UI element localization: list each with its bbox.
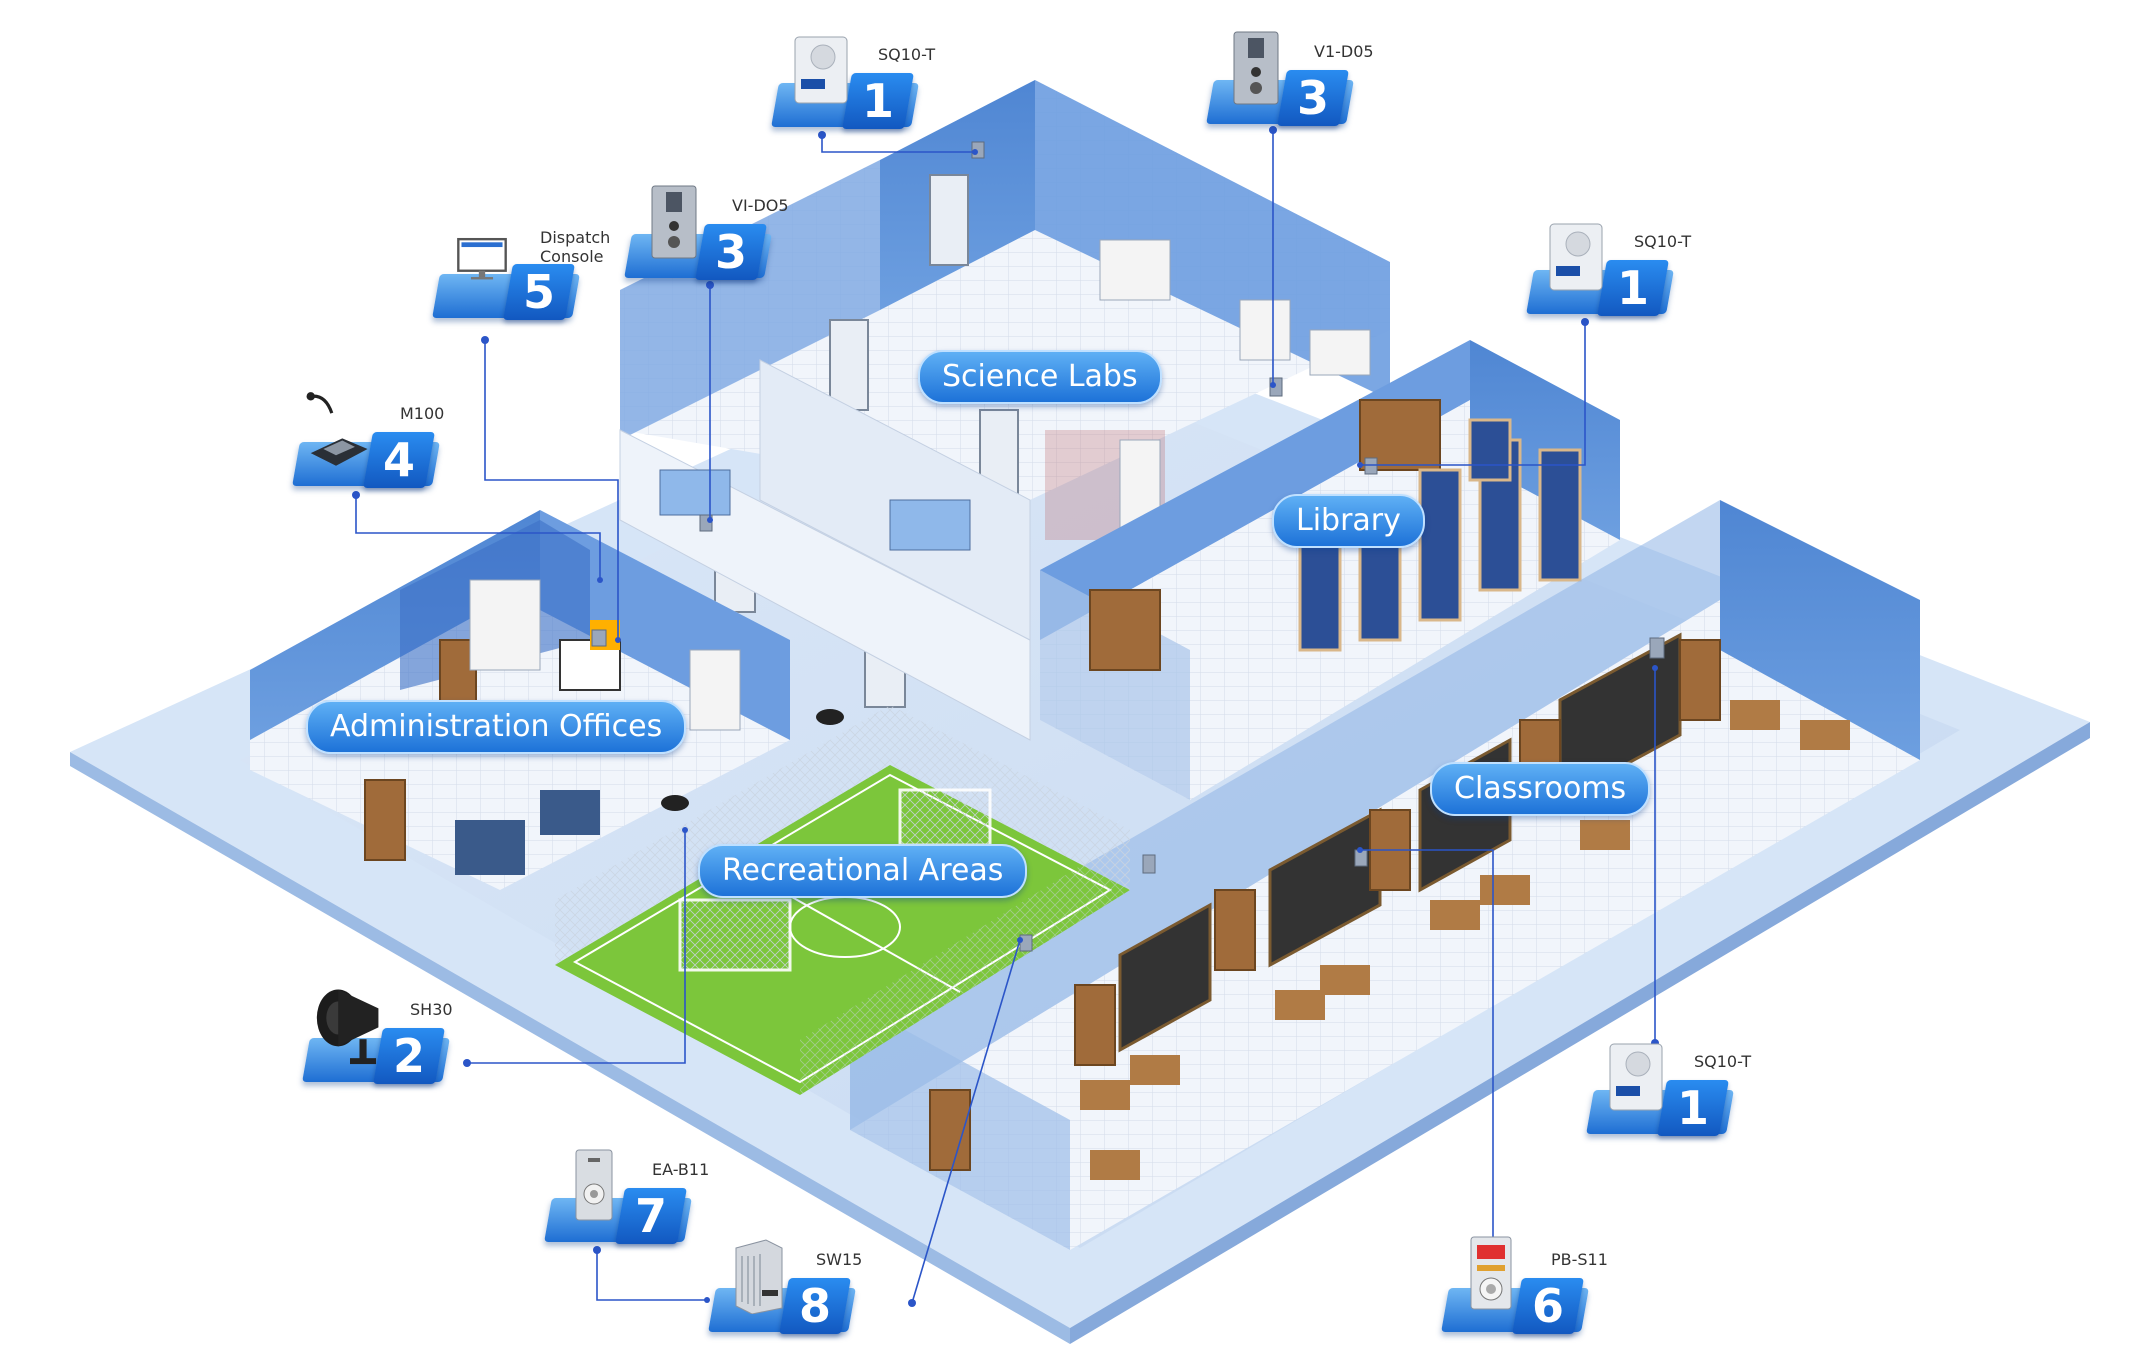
card-label: SQ10-T	[878, 45, 936, 64]
door-intercom-icon	[1233, 31, 1279, 105]
network-switch-icon	[735, 1239, 783, 1314]
paging-microphone-icon	[306, 392, 368, 466]
card-label: M100	[400, 404, 445, 423]
card-label: SQ10-T	[1694, 1052, 1752, 1071]
card-label: SW15	[816, 1250, 863, 1269]
device-card-sh30: 2 SH30	[302, 989, 486, 1090]
device-card-dispatch-console: 5 Dispatch Console	[432, 228, 636, 326]
device-card-vido5: 3 VI-DO5	[624, 185, 808, 286]
card-label: SH30	[410, 1000, 453, 1019]
intercom-speaker-icon	[794, 36, 848, 104]
intercom-speaker-icon	[1609, 1043, 1663, 1111]
device-card-m100: 4 M100	[292, 392, 476, 494]
device-card-sw15: 8 SW15	[708, 1239, 892, 1340]
intercom-speaker-icon	[1549, 223, 1603, 291]
card-number: 2	[392, 1029, 425, 1083]
card-number: 1	[861, 74, 894, 128]
monitor-icon	[457, 237, 507, 280]
area-label-library: Library	[1272, 494, 1425, 548]
card-label-line2: Console	[540, 247, 604, 266]
card-number: 6	[1531, 1279, 1564, 1333]
card-label: PB-S11	[1551, 1250, 1608, 1269]
device-card-sq10t-right: 1 SQ10-T	[1526, 223, 1710, 322]
device-card-pbs11: 6 PB-S11	[1441, 1236, 1625, 1340]
device-card-sq10t-bottom: 1 SQ10-T	[1586, 1043, 1770, 1142]
door-intercom-icon	[651, 185, 697, 259]
cctv-cameras	[661, 709, 844, 811]
card-label: EA-B11	[652, 1160, 710, 1179]
panic-button-icon	[1470, 1236, 1512, 1310]
card-number: 5	[522, 265, 555, 319]
card-number: 3	[1296, 71, 1329, 125]
card-number: 3	[714, 225, 747, 279]
administration-building	[250, 510, 790, 890]
emergency-button-icon	[575, 1149, 613, 1221]
area-label-science-labs: Science Labs	[918, 350, 1162, 404]
card-number: 1	[1616, 261, 1649, 315]
device-card-v1d05-top: 3 V1-D05	[1206, 31, 1390, 132]
card-number: 7	[634, 1189, 667, 1243]
card-number: 4	[382, 433, 415, 487]
card-label: V1-D05	[1314, 42, 1374, 61]
card-label-line1: Dispatch	[540, 228, 611, 247]
area-label-recreational-areas: Recreational Areas	[698, 844, 1028, 898]
area-label-classrooms: Classrooms	[1430, 762, 1651, 816]
library-building	[1040, 340, 1620, 800]
science-labs-building	[619, 80, 1390, 741]
card-number: 8	[798, 1279, 831, 1333]
classrooms-building	[850, 500, 1920, 1250]
card-label: SQ10-T	[1634, 232, 1692, 251]
card-number: 1	[1676, 1081, 1709, 1135]
horn-speaker-icon	[316, 989, 379, 1065]
device-card-eab11: 7 EA-B11	[544, 1149, 728, 1250]
connector-lines	[355, 130, 1656, 1304]
card-label: VI-DO5	[732, 196, 789, 215]
device-card-sq10t-top: 1 SQ10-T	[771, 36, 955, 135]
area-label-administration-offices: Administration Offices	[306, 700, 687, 754]
